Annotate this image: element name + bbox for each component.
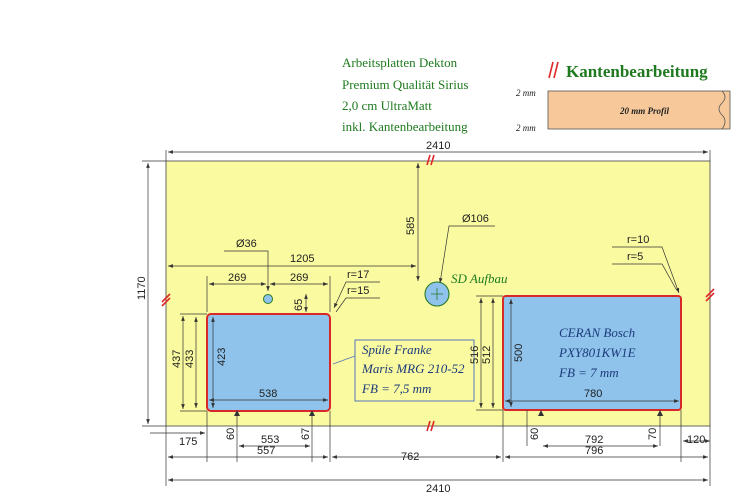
dim-bottom-60a: 60 xyxy=(225,428,237,440)
dim-bottom-120: 120 xyxy=(687,434,705,446)
sink-radius-r15: r=15 xyxy=(347,285,369,297)
dim-total-width-bottom: 2410 xyxy=(426,483,450,495)
dim-total-height: 1170 xyxy=(136,276,148,300)
cooktop-line-3: FB = 7 mm xyxy=(558,365,619,380)
profile-label: 20 mm Profil xyxy=(619,106,669,116)
cooktop-line-1: CERAN Bosch xyxy=(559,325,635,340)
material-note-1: Arbeitsplatten Dekton xyxy=(342,55,458,70)
dim-bottom-67: 67 xyxy=(300,428,312,440)
edge-legend: Kantenbearbeitung 20 mm Profil 2 mm 2 mm xyxy=(516,61,731,133)
dim-bottom-796: 796 xyxy=(585,445,603,457)
dim-bottom-60b: 60 xyxy=(529,428,541,440)
dim-cooktop-h500: 500 xyxy=(513,344,525,362)
sink-radius-r17: r=17 xyxy=(347,269,369,281)
dim-hole-offset: 65 xyxy=(293,299,305,311)
sink-line-1: Spüle Franke xyxy=(362,342,432,357)
small-hole xyxy=(263,294,273,304)
dim-bottom-175: 175 xyxy=(179,436,197,448)
dim-bottom-553: 553 xyxy=(261,434,279,446)
dim-bottom-70: 70 xyxy=(647,428,659,440)
material-note-2: Premium Qualität Sirius xyxy=(342,77,468,92)
cooktop-radius-r5: r=5 xyxy=(627,251,643,263)
dim-cooktop-h512: 512 xyxy=(481,346,493,364)
dim-bottom-762: 762 xyxy=(401,451,419,463)
dim-bottom-557: 557 xyxy=(257,445,275,457)
bottom-ticks xyxy=(165,410,711,486)
dim-cooktop-w780: 780 xyxy=(584,388,602,400)
dim-sink-right-269: 269 xyxy=(290,272,308,284)
dim-sink-left-269: 269 xyxy=(228,272,246,284)
material-note-4: inkl. Kantenbearbeitung xyxy=(342,119,468,134)
profile-top-thickness: 2 mm xyxy=(516,88,536,98)
cooktop-line-2: PXY801KW1E xyxy=(558,345,636,360)
edge-marks xyxy=(161,154,715,432)
sink-cutout xyxy=(206,313,331,412)
edge-legend-title: Kantenbearbeitung xyxy=(566,62,708,81)
dim-center-line: 1205 xyxy=(290,253,314,265)
cooktop-radius-r10: r=10 xyxy=(627,234,649,246)
sink-line-3: FB = 7,5 mm xyxy=(361,381,431,396)
dim-sink-w538: 538 xyxy=(259,388,277,400)
dim-bottom-792: 792 xyxy=(585,434,603,446)
dim-sink-h433: 433 xyxy=(184,350,196,368)
dim-cooktop-h516: 516 xyxy=(469,346,481,364)
dim-sink-h423: 423 xyxy=(216,348,228,366)
dim-faucet-diameter: Ø106 xyxy=(462,213,489,225)
sink-line-2: Maris MRG 210-52 xyxy=(361,361,465,376)
material-note-3: 2,0 cm UltraMatt xyxy=(342,98,432,113)
profile-sample xyxy=(547,90,731,130)
faucet-label: SD Aufbau xyxy=(451,271,508,286)
cooktop-cutout xyxy=(502,295,682,411)
profile-bottom-thickness: 2 mm xyxy=(516,123,536,133)
sink-label-box xyxy=(354,339,475,402)
dim-small-hole-diameter: Ø36 xyxy=(236,238,257,250)
dim-sink-h437: 437 xyxy=(171,350,183,368)
dim-total-width-top: 2410 xyxy=(426,140,450,152)
dim-faucet-offset: 585 xyxy=(405,217,417,235)
